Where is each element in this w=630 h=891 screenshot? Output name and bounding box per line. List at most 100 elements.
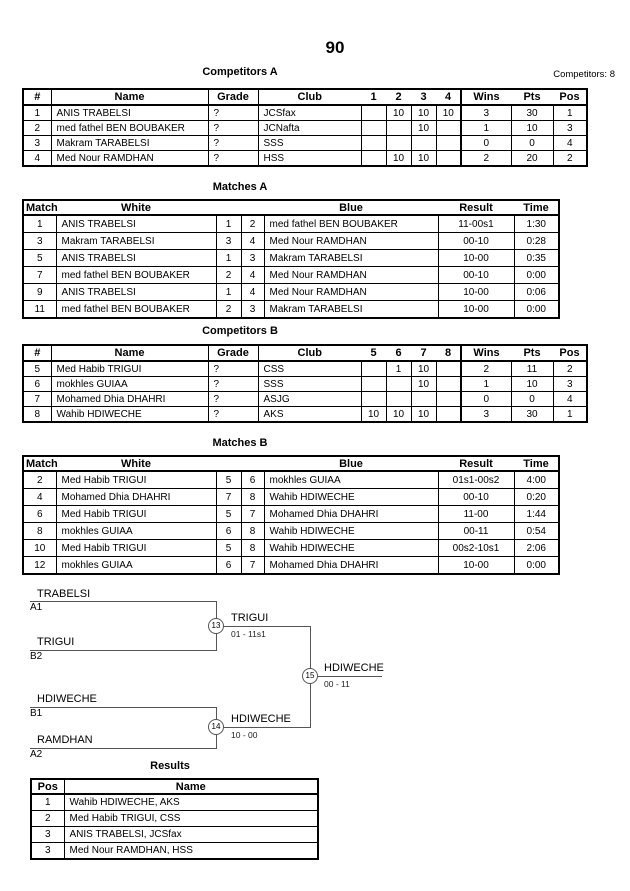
column-header: 8 xyxy=(436,344,461,362)
table-cell: 10 xyxy=(385,150,412,167)
bracket-line xyxy=(30,650,217,651)
table-cell: 00-10 xyxy=(437,266,515,284)
table-cell: 4 xyxy=(240,283,265,301)
table-cell: Med Habib TRIGUI xyxy=(50,360,209,377)
table-cell xyxy=(360,391,387,407)
bracket-match-score: 01 - 11s1 xyxy=(231,629,266,639)
table-cell: 2 xyxy=(215,266,242,284)
column-header: # xyxy=(22,88,52,106)
bracket-line xyxy=(311,676,382,677)
table-cell: ANIS TRABELSI xyxy=(50,104,209,121)
table-cell: 6 xyxy=(215,556,242,575)
table-cell: 1 xyxy=(460,120,512,136)
table-cell: 12 xyxy=(22,556,57,575)
table-cell: 3 xyxy=(22,232,57,250)
table-cell: CSS xyxy=(257,360,362,377)
table-cell: 10 xyxy=(410,104,437,121)
table-cell xyxy=(410,391,437,407)
table-cell: med fathel BEN BOUBAKER xyxy=(263,214,439,233)
table-cell: 4 xyxy=(240,266,265,284)
table-cell: 3 xyxy=(215,232,242,250)
bracket-match-node: 15 xyxy=(302,668,318,684)
table-cell: Med Nour RAMDHAN xyxy=(263,283,439,301)
table-cell: Med Habib TRIGUI xyxy=(55,470,217,489)
bracket-entrant-seed: A1 xyxy=(30,602,43,613)
column-header: Result xyxy=(438,199,514,216)
table-cell: 1:44 xyxy=(513,505,560,523)
table-cell: mokhles GUIAA xyxy=(55,556,217,575)
column-header: 1 xyxy=(361,88,386,106)
column-header: Pts xyxy=(511,344,553,362)
table-cell xyxy=(360,135,387,151)
table-cell: 5 xyxy=(215,539,242,557)
table-cell: Med Nour RAMDHAN, HSS xyxy=(63,842,319,860)
table-cell: 1 xyxy=(22,104,52,121)
column-header: Blue xyxy=(264,455,438,472)
table-cell: 0:54 xyxy=(513,522,560,540)
table-cell: 1 xyxy=(552,104,588,121)
column-header: Match xyxy=(23,199,58,216)
table-cell: 7 xyxy=(22,266,57,284)
column-header: 7 xyxy=(411,344,436,362)
table-cell xyxy=(360,376,387,392)
table-cell: 10 xyxy=(410,406,437,423)
table-cell: 9 xyxy=(22,283,57,301)
table-cell: Mohamed Dhia DHAHRI xyxy=(263,505,439,523)
competitors-count-label: Competitors: 8 xyxy=(553,69,615,80)
column-header: # xyxy=(22,344,52,362)
competitors-a-heading: Competitors A xyxy=(202,66,278,78)
bracket-entrant-name: RAMDHAN xyxy=(37,734,93,746)
table-cell: 2 xyxy=(240,214,265,233)
table-cell: Wahib HDIWECHE xyxy=(263,488,439,506)
table-cell: 10 xyxy=(410,150,437,167)
table-cell: Makram TARABELSI xyxy=(263,249,439,267)
table-cell: 10 xyxy=(410,360,437,377)
table-cell: 10 xyxy=(510,120,554,136)
table-cell: 3 xyxy=(460,104,512,121)
table-cell: Med Habib TRIGUI xyxy=(55,539,217,557)
column-header: Result xyxy=(438,455,514,472)
table-cell: 7 xyxy=(215,488,242,506)
bracket-winner-name: HDIWECHE xyxy=(231,713,291,725)
matches-b-heading: Matches B xyxy=(212,437,268,449)
table-cell: 6 xyxy=(22,376,52,392)
table-cell: Makram TARABELSI xyxy=(50,135,209,151)
table-cell: 10-00 xyxy=(437,300,515,319)
bracket-match-node: 14 xyxy=(208,719,224,735)
table-cell: Med Habib TRIGUI, CSS xyxy=(63,810,319,827)
column-header: Time xyxy=(514,199,559,216)
table-cell: 4 xyxy=(552,391,588,407)
table-cell: Med Habib TRIGUI xyxy=(55,505,217,523)
table-cell: 8 xyxy=(240,522,265,540)
column-header: Club xyxy=(257,344,361,362)
table-cell: 10-00 xyxy=(437,249,515,267)
table-cell: 3 xyxy=(552,376,588,392)
table-cell: 10 xyxy=(410,376,437,392)
bracket-winner-name: TRIGUI xyxy=(231,612,269,624)
table-cell: 3 xyxy=(460,406,512,423)
column-header: Time xyxy=(514,455,559,472)
table-cell xyxy=(360,360,387,377)
table-cell: 5 xyxy=(215,470,242,489)
table-cell: 4 xyxy=(22,150,52,167)
table-cell: 2 xyxy=(552,360,588,377)
table-cell: Makram TARABELSI xyxy=(263,300,439,319)
table-cell xyxy=(435,120,462,136)
table-cell: Med Nour RAMDHAN xyxy=(263,266,439,284)
